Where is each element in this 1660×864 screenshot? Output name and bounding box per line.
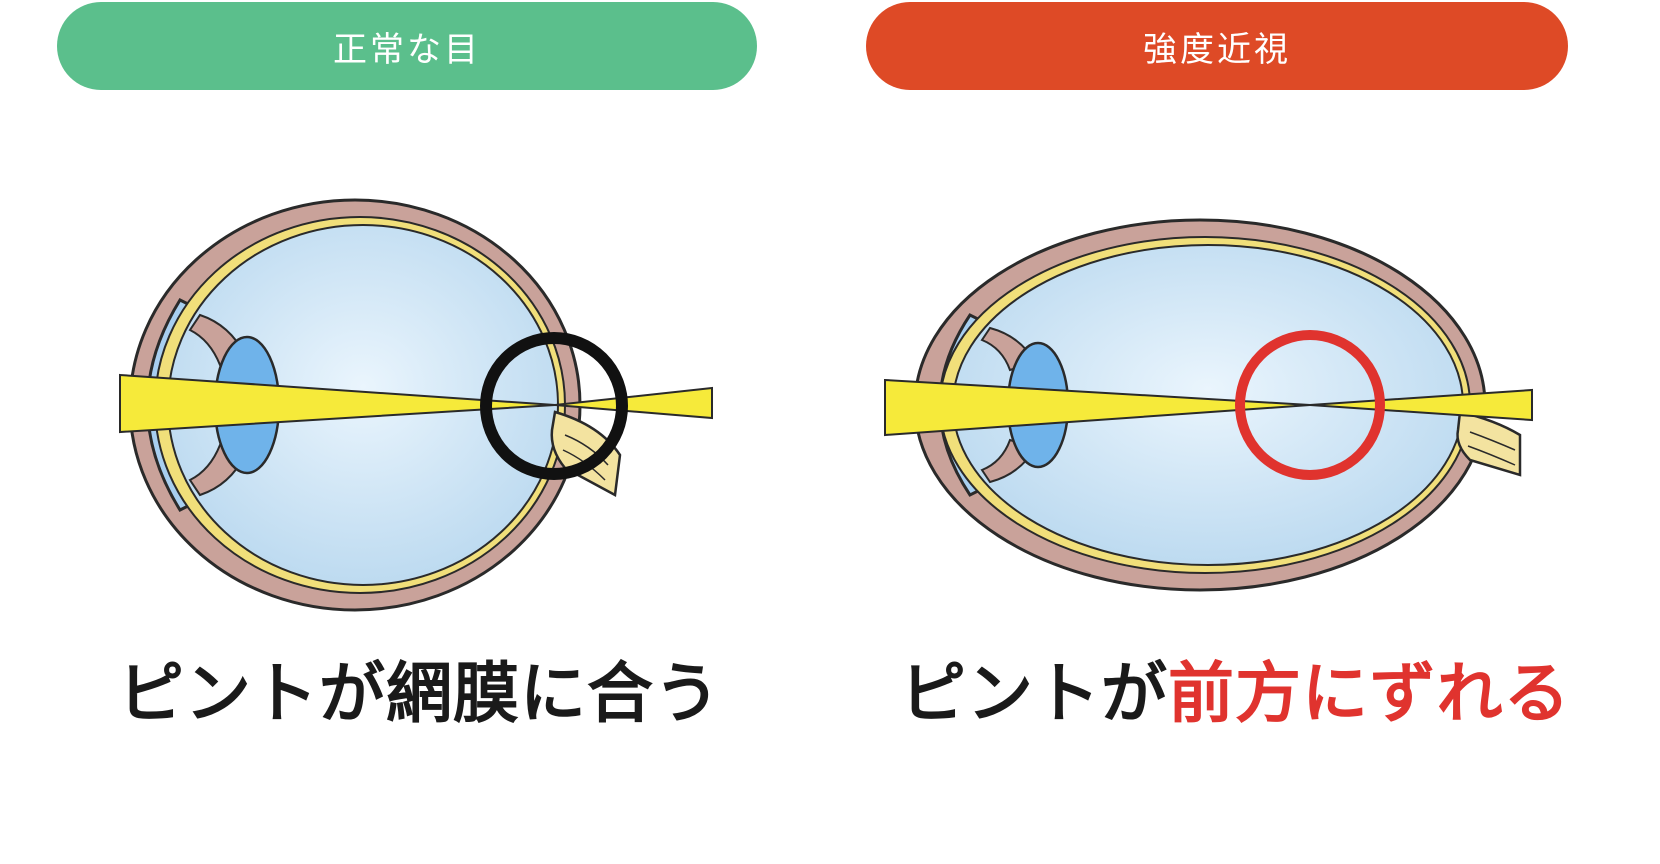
label-normal-eye-text: 正常な目 <box>333 29 481 70</box>
caption-normal-eye-text: ピントが網膜に合う <box>118 655 721 732</box>
label-high-myopia-text: 強度近視 <box>1143 29 1291 70</box>
focus-marker-black-circle <box>480 332 628 480</box>
caption-high-myopia-prefix: ピントが <box>900 655 1168 732</box>
light-ray <box>884 378 1311 437</box>
label-high-myopia: 強度近視 <box>866 2 1568 90</box>
light-ray <box>119 373 556 434</box>
caption-high-myopia: ピントが前方にずれる <box>900 640 1571 736</box>
caption-high-myopia-highlight: 前方にずれる <box>1168 655 1571 732</box>
optic-nerve <box>1456 410 1522 477</box>
label-normal-eye: 正常な目 <box>57 2 757 90</box>
light-ray-after <box>554 386 713 420</box>
optic-nerve <box>550 410 622 497</box>
light-ray-after <box>1309 388 1533 422</box>
focus-marker-red-circle <box>1235 330 1385 480</box>
caption-normal-eye: ピントが網膜に合う <box>118 640 721 736</box>
myopia-eye-diagram <box>884 218 1533 592</box>
normal-eye-diagram <box>119 198 713 612</box>
